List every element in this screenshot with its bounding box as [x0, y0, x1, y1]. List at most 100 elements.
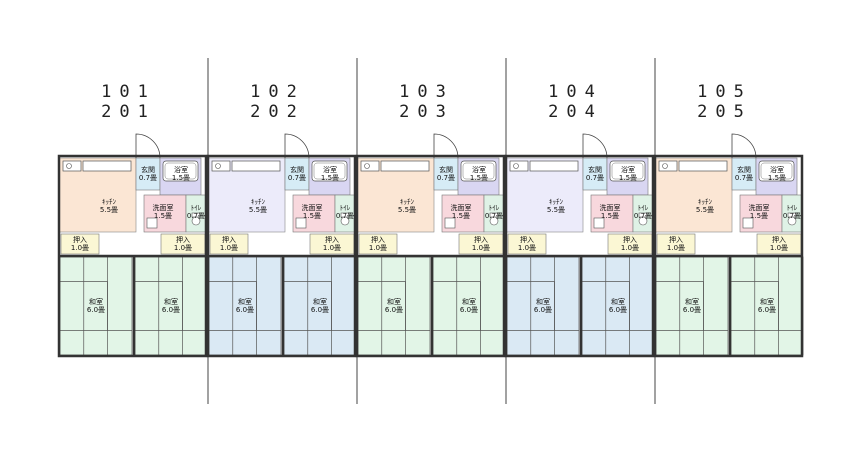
unit-number-bottom: 201	[101, 102, 156, 122]
oshiire-left-size: 1.0畳	[220, 244, 238, 252]
bath-size: 1.5畳	[172, 174, 190, 182]
unit-number-top: 103	[399, 82, 454, 102]
bath-size: 1.5畳	[619, 174, 637, 182]
unit-105: 105205ｷｯﾁﾝ5.5畳玄関0.7畳浴室1.5畳洗面室1.5畳ﾄｲﾚ0.7畳…	[653, 82, 804, 358]
washitsu-size: 6.0畳	[311, 306, 329, 314]
bath-size: 1.5畳	[321, 174, 339, 182]
senmen-size: 1.5畳	[601, 212, 619, 220]
bath-name: 浴室	[621, 165, 635, 174]
entrance-door	[582, 133, 608, 159]
senmen-size: 1.5畳	[452, 212, 470, 220]
entrance-door	[433, 133, 459, 159]
washitsu-size: 6.0畳	[534, 306, 552, 314]
genkan-room	[582, 157, 608, 191]
oshiire-left-size: 1.0畳	[667, 244, 685, 252]
senmen-name: 洗面室	[749, 203, 770, 212]
kitchen-size: 5.5畳	[249, 206, 267, 214]
washitsu-size: 6.0畳	[758, 306, 776, 314]
kitchen-size: 5.5畳	[696, 206, 714, 214]
oshiire-right-name: 押入	[474, 235, 488, 244]
washbasin-fixture	[295, 217, 307, 229]
washitsu-size: 6.0畳	[609, 306, 627, 314]
unit-number-bottom: 203	[399, 102, 454, 122]
oshiire-right-name: 押入	[176, 235, 190, 244]
oshiire-left-name: 押入	[520, 235, 534, 244]
washitsu-size: 6.0畳	[236, 306, 254, 314]
toilet-bowl	[638, 216, 648, 226]
genkan-name: 玄関	[141, 165, 155, 174]
genkan-room	[284, 157, 310, 191]
counter-fixture	[231, 160, 281, 172]
washitsu-name: 和室	[164, 297, 178, 306]
kitchen-size: 5.5畳	[100, 206, 118, 214]
senmen-size: 1.5畳	[154, 212, 172, 220]
sink-fixture	[211, 160, 231, 172]
unit-number-top: 102	[250, 82, 305, 102]
washitsu-name: 和室	[387, 297, 401, 306]
bathtub-inner	[313, 162, 346, 180]
bathtub-fixture	[460, 160, 497, 182]
unit-number-bottom: 202	[250, 102, 305, 122]
oshiire-right-name: 押入	[325, 235, 339, 244]
toilet-bowl	[787, 216, 797, 226]
genkan-size: 0.7畳	[586, 174, 604, 182]
senmen-name: 洗面室	[600, 203, 621, 212]
oshiire-right-size: 1.0畳	[770, 244, 788, 252]
washitsu-room	[581, 256, 655, 356]
washitsu-name: 和室	[760, 297, 774, 306]
oshiire-right-name: 押入	[623, 235, 637, 244]
sink-bowl	[513, 163, 519, 169]
washitsu-room	[283, 256, 357, 356]
genkan-name: 玄関	[737, 165, 751, 174]
unit-number-top: 105	[697, 82, 752, 102]
entrance-door	[135, 133, 161, 159]
kitchen-size: 5.5畳	[547, 206, 565, 214]
oshiire-room	[209, 233, 249, 255]
bathtub-fixture	[609, 160, 646, 182]
bathtub-inner	[462, 162, 495, 180]
unit-number-top: 104	[548, 82, 603, 102]
oshiire-right-size: 1.0畳	[472, 244, 490, 252]
washitsu-size: 6.0畳	[162, 306, 180, 314]
oshiire-room	[358, 233, 398, 255]
unit-number-bottom: 205	[697, 102, 752, 122]
bathtub-fixture	[311, 160, 348, 182]
oshiire-room	[507, 233, 547, 255]
counter-fixture	[82, 160, 132, 172]
washitsu-room	[208, 256, 282, 356]
washitsu-name: 和室	[89, 297, 103, 306]
oshiire-left-size: 1.0畳	[369, 244, 387, 252]
toilet-bowl	[191, 216, 201, 226]
entrance-door	[731, 133, 757, 159]
bathtub-inner	[164, 162, 197, 180]
kitchen-name: ｷｯﾁﾝ	[251, 198, 265, 206]
bath-name: 浴室	[770, 165, 784, 174]
washitsu-size: 6.0畳	[683, 306, 701, 314]
sink-bowl	[364, 163, 370, 169]
genkan-name: 玄関	[588, 165, 602, 174]
toilet-size: 0.7畳	[336, 212, 354, 220]
kitchen-size: 5.5畳	[398, 206, 416, 214]
bath-size: 1.5畳	[470, 174, 488, 182]
genkan-room	[135, 157, 161, 191]
kitchen-name: ｷｯﾁﾝ	[549, 198, 563, 206]
washitsu-room	[134, 256, 208, 356]
sink-fixture	[658, 160, 678, 172]
oshiire-room	[60, 233, 100, 255]
toilet-size: 0.7畳	[634, 212, 652, 220]
bath-size: 1.5畳	[768, 174, 786, 182]
genkan-name: 玄関	[290, 165, 304, 174]
washitsu-room	[59, 256, 133, 356]
washbasin-fixture	[742, 217, 754, 229]
unit-number-top: 101	[101, 82, 156, 102]
washitsu-room	[357, 256, 431, 356]
senmen-name: 洗面室	[153, 203, 174, 212]
unit-104: 104204ｷｯﾁﾝ5.5畳玄関0.7畳浴室1.5畳洗面室1.5畳ﾄｲﾚ0.7畳…	[504, 82, 655, 358]
washitsu-size: 6.0畳	[460, 306, 478, 314]
kitchen-name: ｷｯﾁﾝ	[400, 198, 414, 206]
sink-bowl	[66, 163, 72, 169]
unit-101: 101201ｷｯﾁﾝ5.5畳玄関0.7畳浴室1.5畳洗面室1.5畳ﾄｲﾚ0.7畳…	[57, 82, 208, 358]
genkan-room	[731, 157, 757, 191]
unit-103: 103203ｷｯﾁﾝ5.5畳玄関0.7畳浴室1.5畳洗面室1.5畳ﾄｲﾚ0.7畳…	[355, 82, 506, 358]
